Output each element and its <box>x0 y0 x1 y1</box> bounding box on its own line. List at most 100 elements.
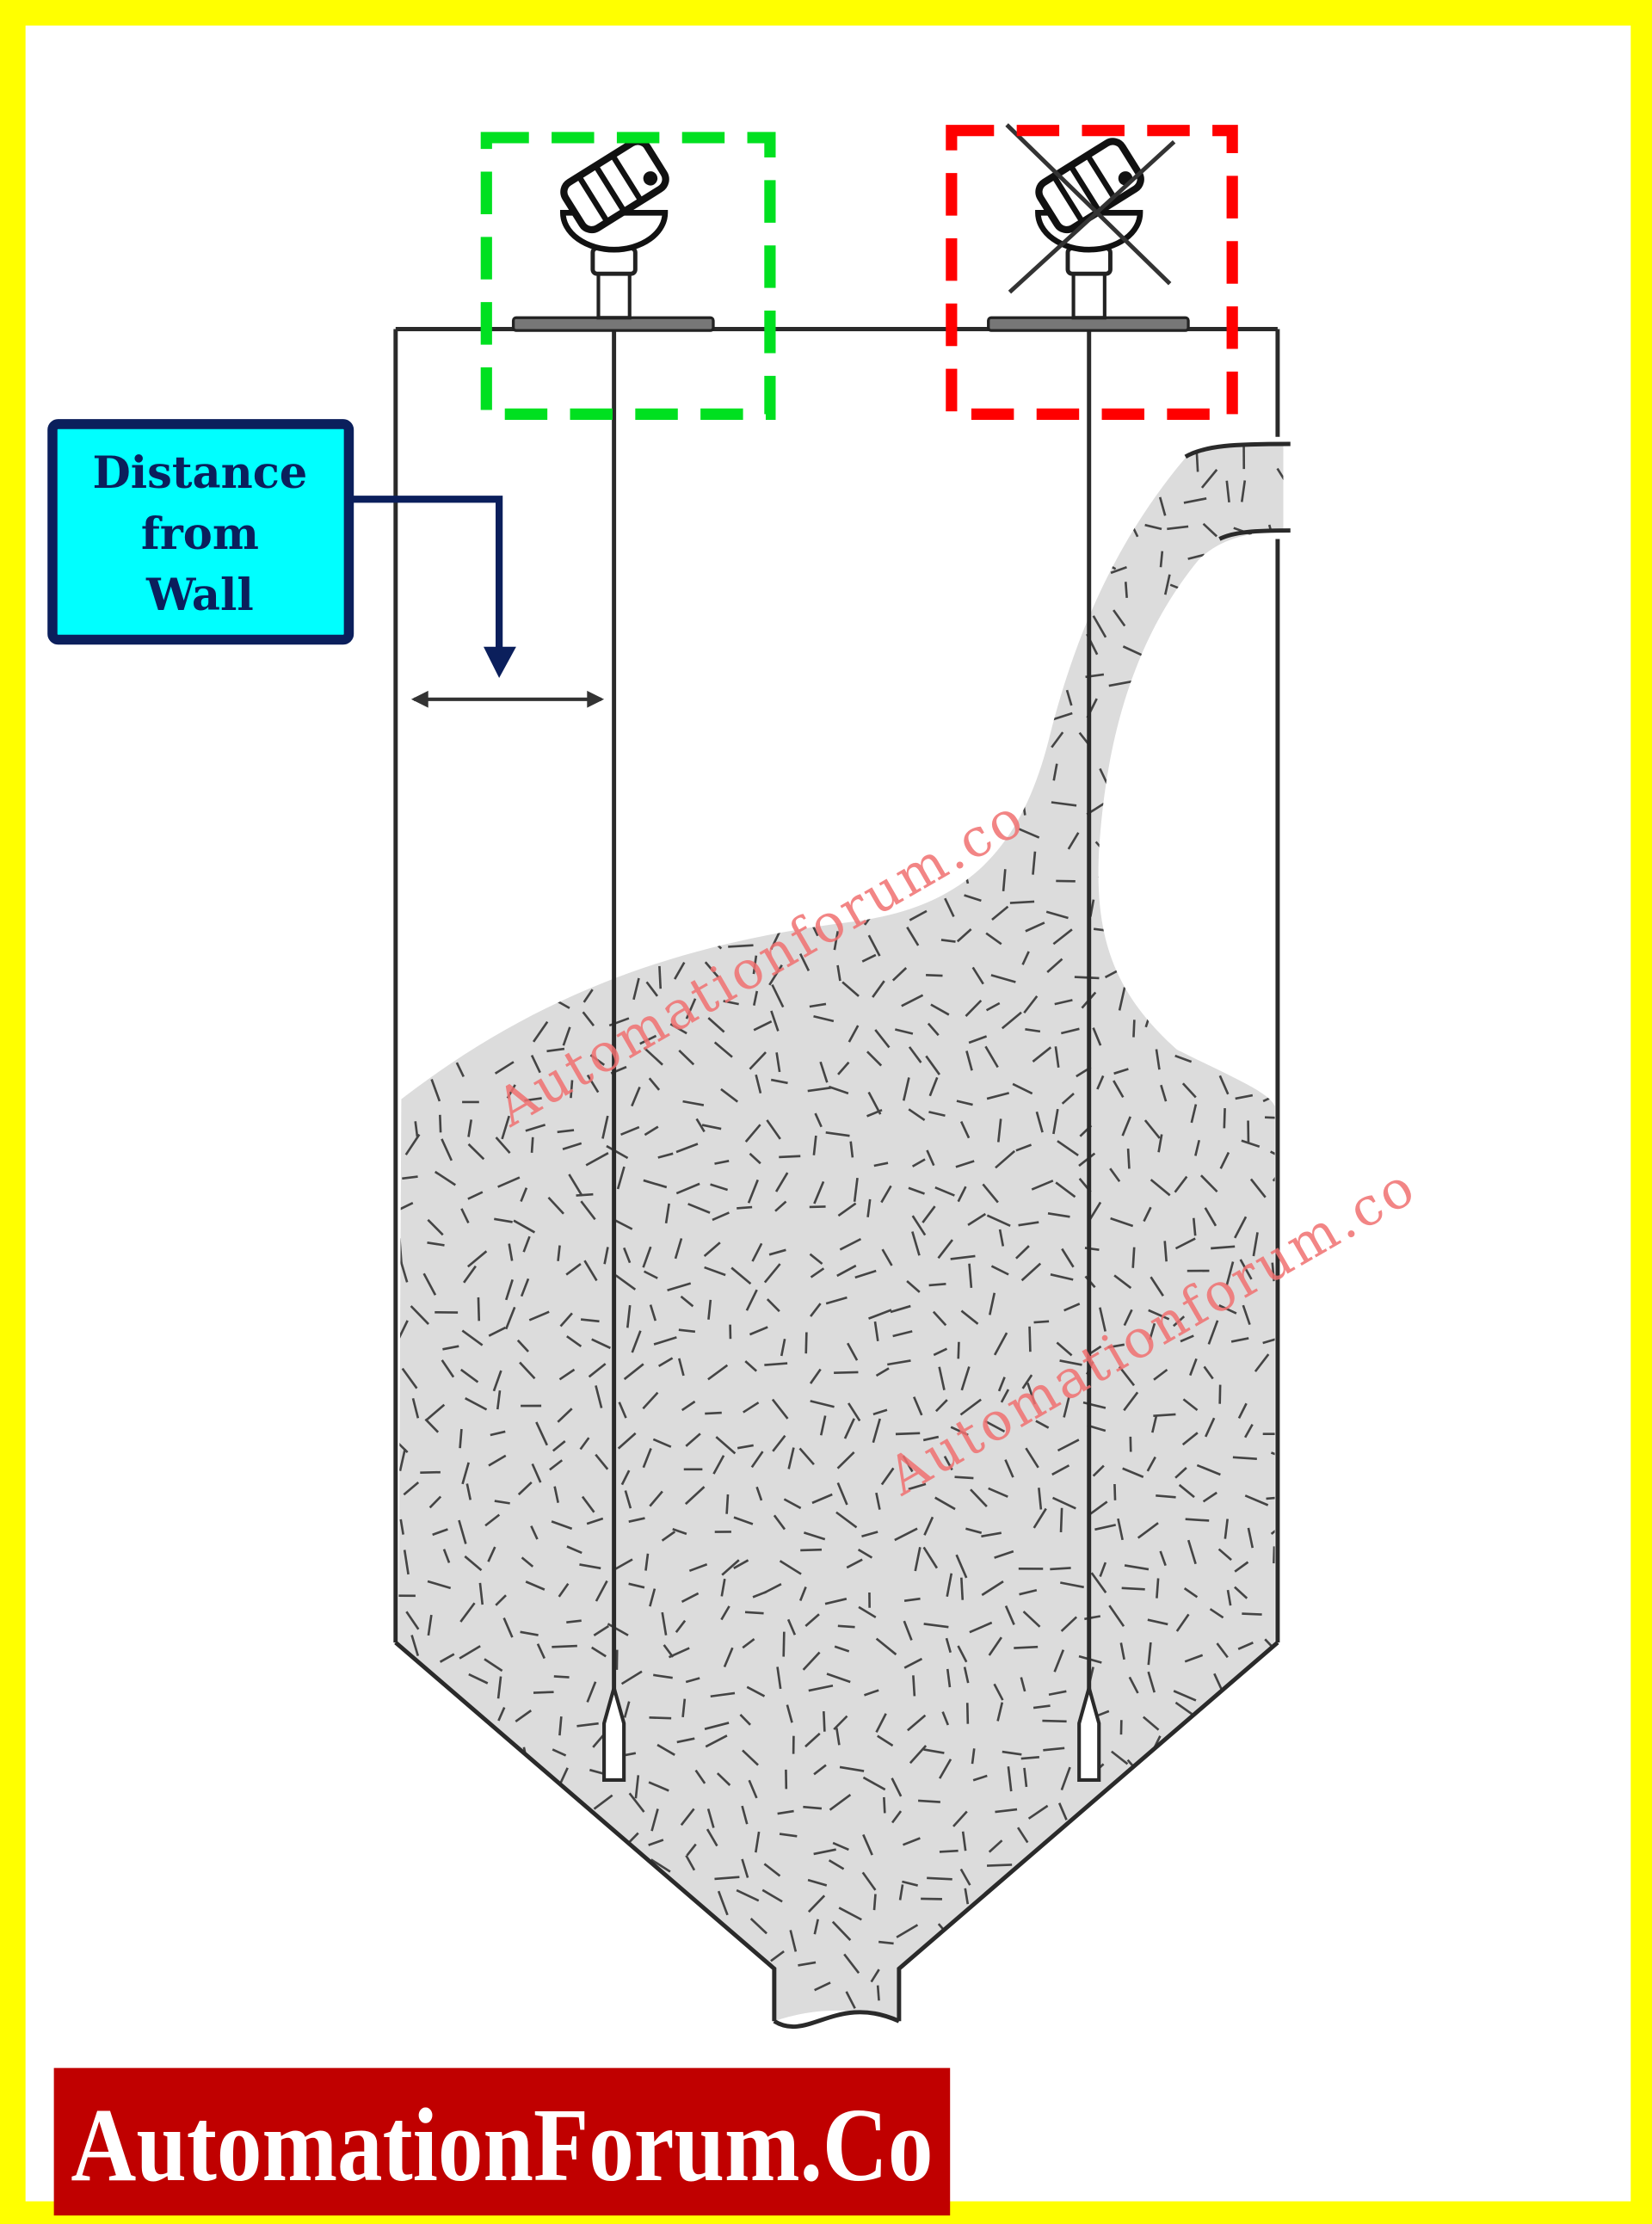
texture-dash <box>1117 1518 1124 1541</box>
texture-dash <box>410 1635 420 1657</box>
texture-dash <box>466 1250 488 1268</box>
texture-dash <box>675 1143 699 1154</box>
texture-dash <box>763 1263 781 1284</box>
texture-dash <box>960 1366 971 1391</box>
texture-dash <box>1218 1075 1230 1095</box>
texture-dash <box>710 1183 729 1192</box>
silo-cone <box>394 1641 1279 2022</box>
texture-dash <box>1023 995 1039 1014</box>
texture-dash <box>1113 1483 1117 1500</box>
texture-dash <box>1147 1618 1168 1626</box>
texture-dash <box>903 1620 913 1641</box>
texture-dash <box>668 1647 690 1659</box>
texture-dash <box>1150 1179 1171 1197</box>
texture-dash <box>993 1332 1008 1356</box>
texture-dash <box>908 1108 926 1122</box>
texture-dash <box>565 1262 582 1276</box>
texture-dash <box>959 1868 971 1886</box>
texture-dash <box>657 1152 674 1159</box>
texture-dash <box>898 1884 904 1901</box>
texture-dash <box>926 1149 935 1167</box>
texture-dash <box>513 1219 536 1234</box>
texture-dash <box>768 964 783 986</box>
texture-dash <box>848 1025 860 1043</box>
texture-dash <box>1219 1151 1230 1169</box>
texture-dash <box>643 1179 668 1189</box>
texture-dash <box>959 1121 971 1139</box>
texture-dash <box>908 1186 925 1195</box>
texture-dash <box>487 1546 496 1562</box>
bulk-material <box>398 443 1284 2022</box>
texture-dash <box>752 955 758 975</box>
texture-dash <box>964 894 982 903</box>
texture-dash <box>634 1775 640 1799</box>
radar-level-sensor-icon <box>511 138 715 332</box>
texture-dash <box>1020 1677 1026 1692</box>
texture-dash <box>742 1638 755 1649</box>
texture-dash <box>1048 1690 1067 1697</box>
texture-dash <box>530 1137 534 1153</box>
texture-dash <box>1225 1261 1235 1286</box>
texture-dash <box>780 1338 786 1357</box>
texture-dash <box>576 1722 599 1728</box>
texture-dash <box>1160 1084 1168 1102</box>
texture-dash <box>1050 1273 1074 1281</box>
texture-dash <box>1173 1315 1186 1328</box>
texture-dash <box>779 1155 801 1159</box>
texture-dash <box>777 1809 794 1815</box>
texture-dash <box>866 1050 883 1067</box>
texture-dash <box>873 1321 879 1342</box>
texture-dash <box>496 1676 502 1699</box>
texture-dash <box>1025 1028 1041 1033</box>
texture-dash <box>1088 1500 1108 1517</box>
texture-dash <box>580 1318 600 1323</box>
texture-dash <box>934 1186 955 1197</box>
texture-dash <box>775 1052 781 1073</box>
texture-dash <box>1218 1303 1237 1315</box>
texture-dash <box>664 1203 670 1224</box>
texture-dash <box>1000 1389 1010 1403</box>
texture-dash <box>1158 496 1167 516</box>
texture-dash <box>880 1185 892 1204</box>
texture-dash <box>809 1368 822 1384</box>
texture-dash <box>1192 1217 1197 1236</box>
texture-dash <box>461 1462 470 1485</box>
texture-dash <box>950 1254 976 1260</box>
texture-dash <box>525 1580 546 1591</box>
texture-dash <box>1088 1201 1102 1220</box>
texture-dash <box>401 1367 418 1389</box>
texture-dash <box>558 1368 576 1381</box>
texture-dash <box>733 1516 754 1525</box>
texture-dash <box>520 1187 528 1203</box>
texture-dash <box>547 1197 564 1215</box>
texture-dash <box>755 1486 763 1501</box>
texture-dash <box>848 1402 861 1422</box>
texture-dash <box>1108 680 1135 687</box>
texture-dash <box>766 1119 781 1140</box>
texture-dash <box>583 1260 598 1282</box>
texture-dash <box>854 1269 877 1279</box>
texture-dash <box>933 1347 948 1357</box>
texture-dash <box>846 1558 863 1569</box>
texture-dash <box>427 1241 445 1247</box>
texture-dash <box>704 1266 726 1277</box>
texture-dash <box>1204 1207 1217 1227</box>
texture-dash <box>872 1418 881 1444</box>
texture-dash <box>751 1242 763 1262</box>
texture-dash <box>685 1432 701 1447</box>
texture-dash <box>1004 1459 1014 1478</box>
texture-dash <box>1012 1082 1033 1095</box>
texture-dash <box>813 1180 825 1204</box>
texture-dash <box>667 1282 692 1291</box>
texture-dash <box>783 1498 802 1510</box>
texture-dash <box>1015 1245 1030 1260</box>
texture-dash <box>517 1481 533 1496</box>
texture-dash <box>1021 1374 1033 1389</box>
texture-dash <box>1196 1463 1221 1476</box>
texture-dash <box>901 994 924 1007</box>
texture-dash <box>1035 1420 1050 1429</box>
texture-dash <box>753 1020 773 1032</box>
texture-dash <box>553 1675 570 1679</box>
texture-dash <box>982 1183 999 1204</box>
texture-dash <box>1207 1320 1219 1345</box>
